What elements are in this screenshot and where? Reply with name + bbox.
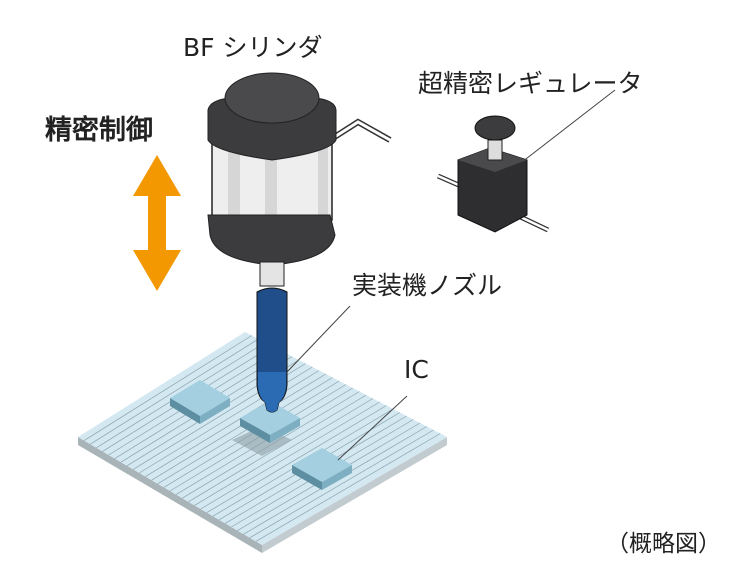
mounter-nozzle [256, 287, 288, 413]
board-stripe [194, 398, 374, 506]
label-nozzle: 実装機ノズル [352, 271, 503, 300]
up-down-arrow-icon [133, 155, 181, 291]
board-stripe [249, 429, 434, 539]
board-stripe [90, 338, 259, 445]
label-ic: IC [404, 355, 429, 384]
ic-chip [170, 380, 230, 424]
board-stripe [188, 394, 367, 503]
board-stripe [157, 377, 333, 485]
board-stripe [145, 370, 320, 477]
label-regulator: 超精密レギュレータ [418, 69, 643, 98]
leader-line-ic [337, 395, 408, 461]
regulator [436, 115, 550, 233]
board-stripe [255, 433, 441, 542]
board-stripe [206, 405, 387, 513]
label-precision-control: 精密制御 [45, 115, 153, 146]
bf-cylinder [207, 72, 337, 287]
ic-chip [240, 401, 300, 443]
leader-line-regulator [521, 89, 616, 163]
label-bf-cylinder: BF シリンダ [183, 33, 323, 62]
leader-line-nozzle [286, 305, 351, 373]
ic-chip [292, 448, 352, 490]
label-caption: （概略図） [606, 531, 721, 557]
board-stripe [200, 401, 380, 510]
board-stripe [151, 373, 326, 481]
board-stripe [83, 335, 252, 441]
